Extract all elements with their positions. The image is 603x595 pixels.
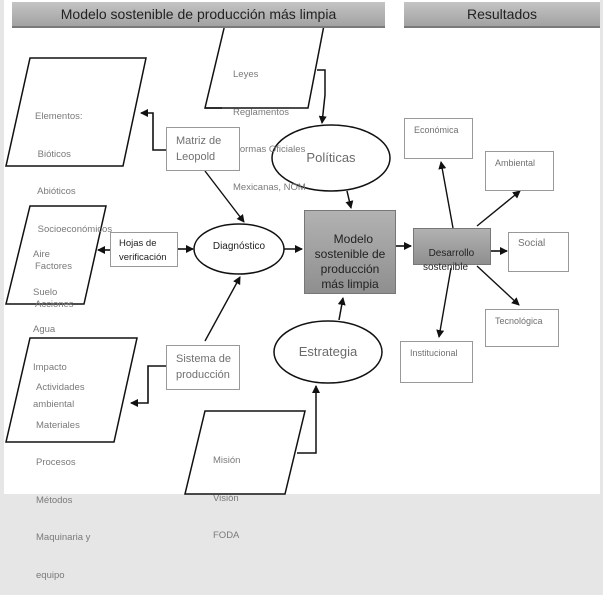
mision-item: Visión <box>213 492 239 504</box>
actividades-item: Métodos <box>36 494 73 506</box>
mision-item: FODA <box>213 530 240 541</box>
arrow-matriz-to-elementos <box>140 109 166 151</box>
aire-item: ambiental <box>33 399 75 410</box>
header-resultados-title: Resultados <box>466 6 538 22</box>
leyes-item: Reglamentos <box>233 106 289 118</box>
elementos-shape <box>5 57 147 167</box>
sistema-produccion-label: Sistema de producción <box>176 353 232 381</box>
actividades-item: Procesos <box>36 457 76 468</box>
elementos-item: Bióticos <box>35 148 71 160</box>
elementos-item: Acciones <box>35 298 74 310</box>
elementos-item: Abióticos <box>35 186 76 197</box>
aire-item: Suelo <box>33 286 58 298</box>
actividades-item: Actividades <box>36 382 85 393</box>
modelo-sostenible-label: Modelo sostenible de producción más limp… <box>314 232 386 291</box>
result-economica-label: Económica <box>414 125 459 135</box>
matriz-leopold-box: Matriz de Leopold <box>166 127 240 171</box>
arrow-desarrollo-to-economica <box>438 161 454 229</box>
arrow-sistema-to-diagnostico <box>204 276 241 342</box>
elementos-item: Elementos: <box>35 111 83 122</box>
result-ambiental-label: Ambiental <box>495 158 536 168</box>
diagnostico-label: Diagnóstico <box>212 241 266 252</box>
elementos-item: Socioeconómicos <box>35 223 113 235</box>
result-institucional-label: Institucional <box>410 348 458 358</box>
matriz-leopold-label: Matriz de Leopold <box>176 135 222 163</box>
leyes-item: Mexicanas, NOM <box>233 181 306 193</box>
desarrollo-sostenible-box: Desarrollo sostenible <box>413 228 491 273</box>
result-tecnologica-box: Tecnológica <box>485 309 559 347</box>
estrategia-label: Estrategia <box>298 344 358 359</box>
actividades-list: Actividades Materiales Procesos Métodos … <box>36 357 90 595</box>
leyes-list: Leyes Reglamentos Normas Oficiales Mexic… <box>233 44 306 207</box>
estrategia-oval <box>273 320 383 384</box>
arrow-politicas-to-modelo <box>345 190 354 209</box>
result-institucional-box: Institucional <box>400 341 473 383</box>
aire-shape <box>5 205 107 305</box>
arrow-desarrollo-to-institucional <box>436 267 452 338</box>
result-tecnologica-label: Tecnológica <box>495 316 543 326</box>
aire-item: Agua <box>33 324 56 335</box>
leyes-item: Normas Oficiales <box>233 144 306 155</box>
mision-item: Misión <box>213 455 241 466</box>
diagram-connectors <box>5 19 521 495</box>
arrow-leyes-to-politicas <box>317 69 327 124</box>
header-modelo-title: Modelo sostenible de producción más limp… <box>60 6 337 22</box>
arrow-sistema-to-actividades <box>130 365 166 407</box>
desarrollo-sostenible-label: Desarrollo sostenible <box>423 248 475 273</box>
result-social-box: Social <box>508 232 569 272</box>
arrow-estrategia-to-modelo <box>337 297 346 321</box>
arrow-desarrollo-to-tecnologica <box>476 265 520 306</box>
arrow-matriz-to-diagnostico <box>204 170 245 223</box>
elementos-item: Factores <box>35 261 72 272</box>
mision-list: Misión Visión FODA <box>213 430 240 555</box>
modelo-sostenible-box: Modelo sostenible de producción más limp… <box>304 210 396 294</box>
politicas-oval <box>271 124 391 192</box>
actividades-shape <box>5 337 138 443</box>
arrow-desarrollo-to-ambiental <box>476 190 521 227</box>
sistema-produccion-box: Sistema de producción <box>166 345 240 390</box>
leyes-item: Leyes <box>233 69 259 80</box>
actividades-item: Materiales <box>36 419 80 431</box>
header-resultados: Resultados <box>404 2 600 28</box>
result-economica-box: Económica <box>404 118 473 159</box>
aire-list: Aire Suelo Agua Impacto ambiental <box>33 224 74 424</box>
mision-shape <box>184 410 306 495</box>
elementos-list: Elementos: Bióticos Abióticos Socioeconó… <box>35 86 112 324</box>
arrow-mision-to-estrategia <box>297 385 320 454</box>
header-modelo: Modelo sostenible de producción más limp… <box>12 2 385 28</box>
hojas-verificacion-box: Hojas de verificación <box>110 232 178 267</box>
result-ambiental-box: Ambiental <box>485 151 554 191</box>
politicas-label: Políticas <box>306 150 356 165</box>
aire-item: Impacto <box>33 361 67 373</box>
actividades-item: equipo <box>36 569 65 581</box>
result-social-label: Social <box>518 238 546 249</box>
hojas-verificacion-label: Hojas de verificación <box>119 238 167 263</box>
actividades-item: Maquinaria y <box>36 532 91 543</box>
aire-item: Aire <box>33 249 50 260</box>
